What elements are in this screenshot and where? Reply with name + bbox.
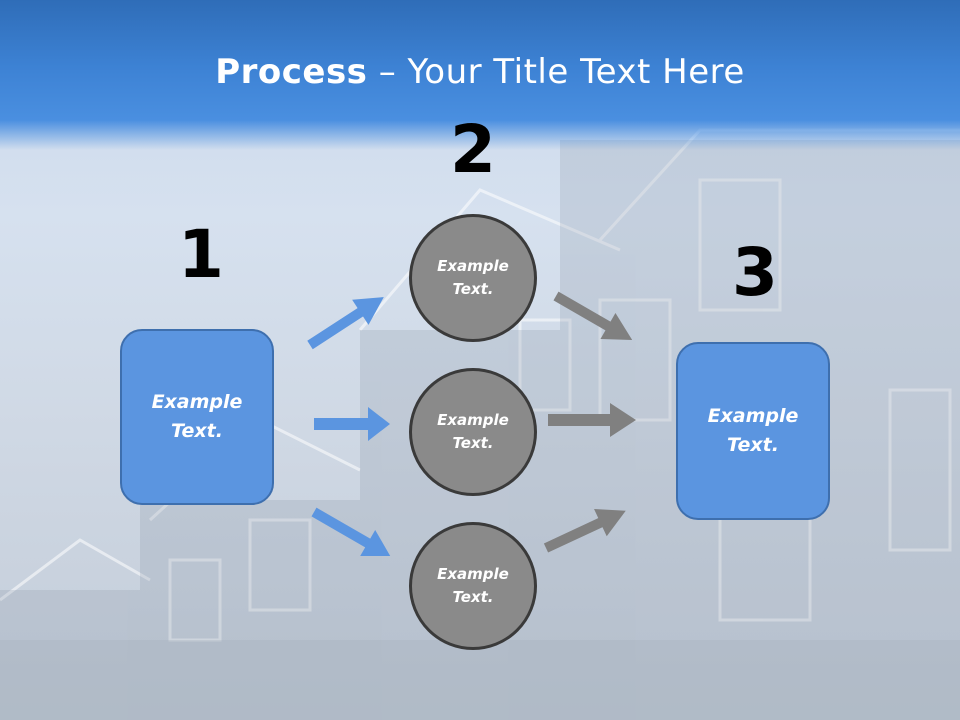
- circle-bottom-line1: Example: [437, 565, 509, 583]
- right-box-line2: Text.: [727, 434, 779, 456]
- header-band: [0, 0, 960, 150]
- blue-arrow-up: [307, 297, 384, 350]
- circle-bottom-line2: Text.: [452, 588, 494, 606]
- blue-arrow-down: [311, 507, 391, 556]
- step-number-1: 1: [178, 216, 224, 293]
- left-box-line2: Text.: [171, 420, 223, 442]
- title-rest: – Your Title Text Here: [367, 52, 745, 92]
- blue-arrow-middle: [314, 407, 390, 441]
- step-number-2: 2: [450, 111, 496, 188]
- title-bold: Process: [215, 52, 368, 92]
- gray-arrow-down: [553, 291, 633, 340]
- circle-middle-line1: Example: [437, 411, 509, 429]
- left-box-line1: Example: [151, 391, 243, 413]
- gray-arrow-up: [543, 509, 626, 553]
- gray-arrow-middle: [548, 403, 636, 437]
- slide-title: Process – Your Title Text Here: [0, 52, 960, 92]
- step-number-3: 3: [732, 234, 778, 311]
- circle-top-line2: Text.: [452, 280, 494, 298]
- right-box-line1: Example: [707, 405, 799, 427]
- circle-middle-line2: Text.: [452, 434, 494, 452]
- circle-top-line1: Example: [437, 257, 509, 275]
